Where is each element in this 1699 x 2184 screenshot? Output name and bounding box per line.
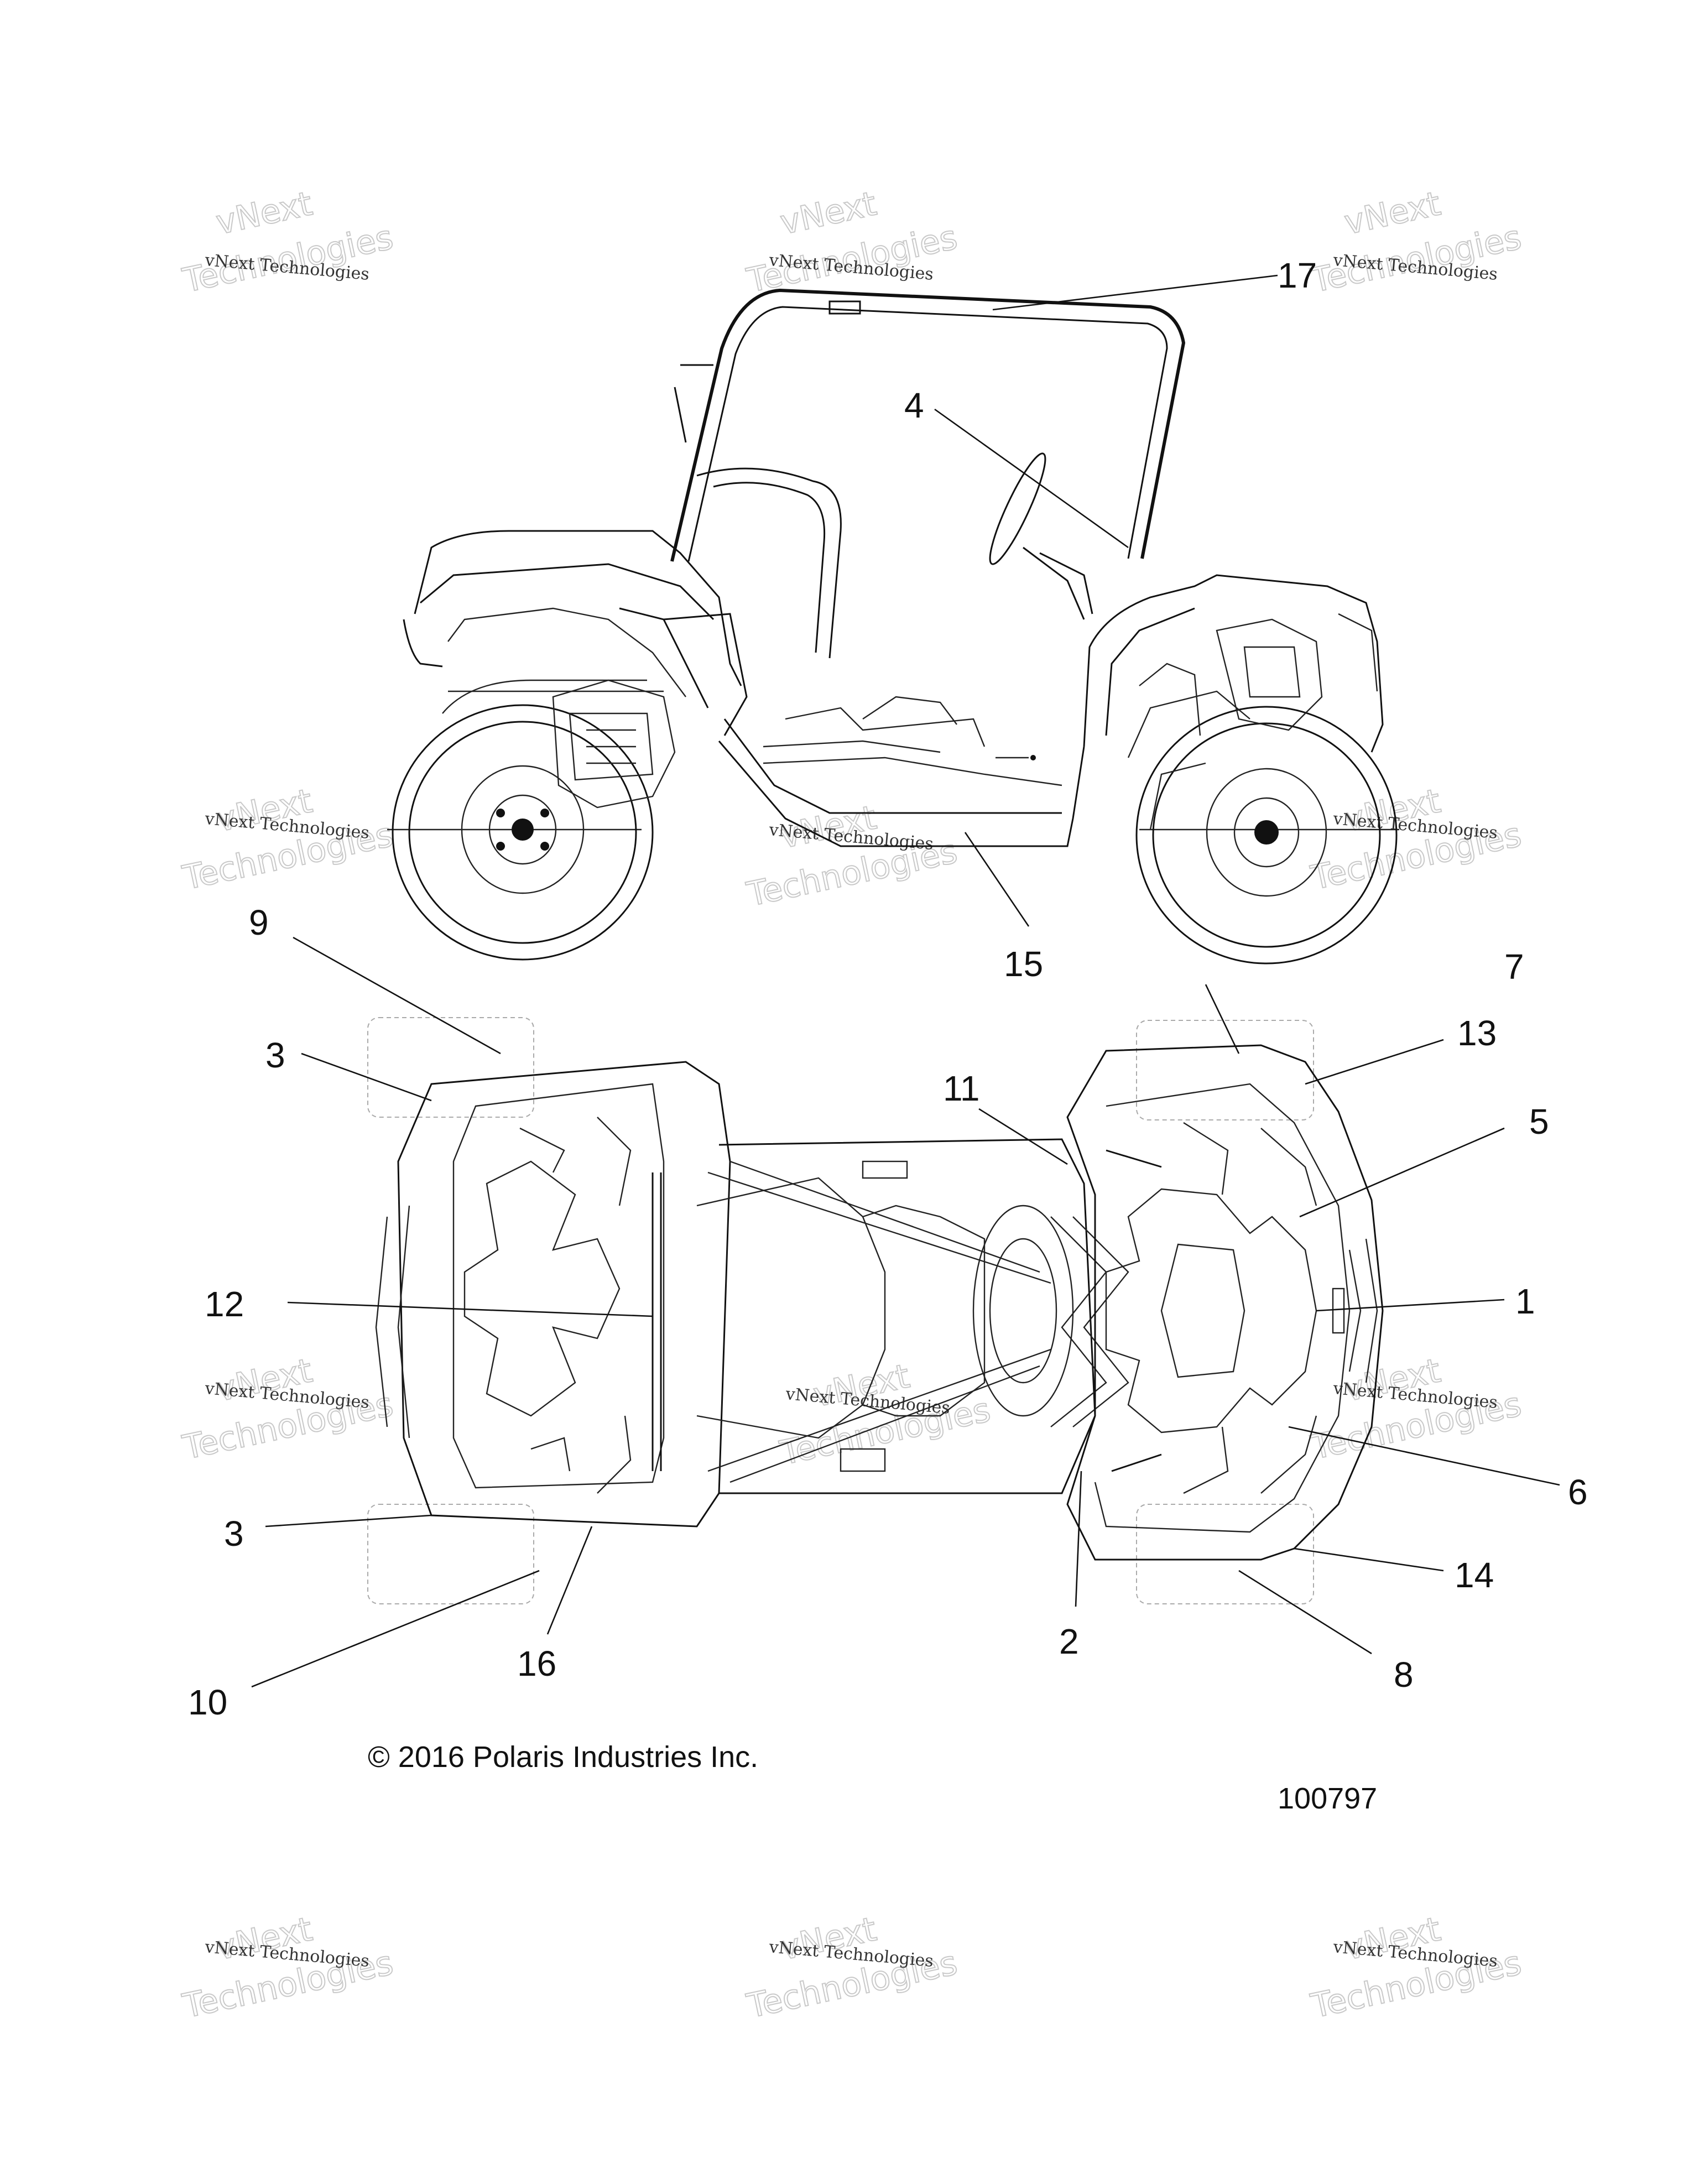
- callout-3-rear-lower: 3: [224, 1514, 244, 1554]
- copyright-text: © 2016 Polaris Industries Inc.: [368, 1740, 758, 1774]
- leader-13: [1305, 1039, 1444, 1085]
- callout-5: 5: [1529, 1102, 1549, 1141]
- rear-body: [414, 530, 742, 686]
- steering-wheel: [989, 452, 1046, 565]
- chassis-center: [718, 1138, 1096, 1494]
- leader-12: [287, 1301, 653, 1317]
- callout-4: 4: [904, 385, 924, 425]
- rear-right-wheel-outline: [367, 1504, 534, 1604]
- leader-8: [1238, 1570, 1372, 1655]
- leader-5: [1299, 1127, 1505, 1218]
- leader-3a: [301, 1052, 432, 1102]
- leader-3b: [265, 1514, 432, 1528]
- leader-11: [978, 1108, 1068, 1165]
- rear-left-wheel-outline: [367, 1017, 534, 1118]
- leader-lines: [251, 274, 1560, 1688]
- side-rocker: [718, 741, 1085, 847]
- callout-16: 16: [517, 1644, 556, 1683]
- engine-area: [552, 679, 676, 809]
- leader-17: [992, 274, 1278, 311]
- leader-9: [293, 936, 501, 1055]
- leader-15: [964, 832, 1030, 927]
- leader-7: [1205, 984, 1240, 1054]
- callout-14: 14: [1455, 1555, 1494, 1595]
- callout-1: 1: [1515, 1281, 1535, 1321]
- leader-6: [1288, 1426, 1560, 1486]
- watermark-big-1: vNext: [213, 184, 316, 242]
- side-view-vehicle: [387, 288, 1399, 965]
- callout-15: 15: [1004, 944, 1043, 984]
- front-body: [1083, 574, 1384, 753]
- leader-4: [934, 408, 1129, 549]
- watermark-big-1: vNext: [1341, 184, 1444, 242]
- callout-labels: 17 4 15 9 3 12 3 10 16 11 7 13 5 1 6 14 …: [188, 256, 1588, 1722]
- callout-3-rear-upper: 3: [265, 1035, 285, 1075]
- watermark-big-1: vNext: [777, 184, 880, 242]
- leader-16: [546, 1526, 593, 1635]
- callout-7: 7: [1504, 947, 1524, 987]
- top-view-vehicle: [367, 1017, 1384, 1604]
- callout-10: 10: [188, 1682, 227, 1722]
- leader-14: [1294, 1547, 1444, 1572]
- front-wheel: [1135, 706, 1398, 965]
- leader-1: [1316, 1299, 1505, 1312]
- callout-9: 9: [249, 903, 269, 942]
- callout-13: 13: [1457, 1013, 1497, 1053]
- leader-10: [251, 1570, 540, 1688]
- callout-2: 2: [1059, 1622, 1079, 1661]
- callout-12: 12: [205, 1284, 244, 1324]
- callout-6: 6: [1568, 1472, 1588, 1512]
- rear-fender: [397, 1061, 731, 1528]
- rear-wheel: [392, 704, 654, 961]
- front-fender: [1066, 1044, 1384, 1561]
- front-right-wheel-outline: [1136, 1504, 1314, 1604]
- drawing-number: 100797: [1278, 1782, 1377, 1815]
- callout-11: 11: [943, 1068, 979, 1108]
- callout-8: 8: [1394, 1655, 1414, 1695]
- front-left-wheel-outline: [1136, 1020, 1314, 1120]
- leader-2: [1075, 1471, 1082, 1607]
- callout-17: 17: [1278, 256, 1317, 295]
- roll-cage: [670, 288, 1186, 562]
